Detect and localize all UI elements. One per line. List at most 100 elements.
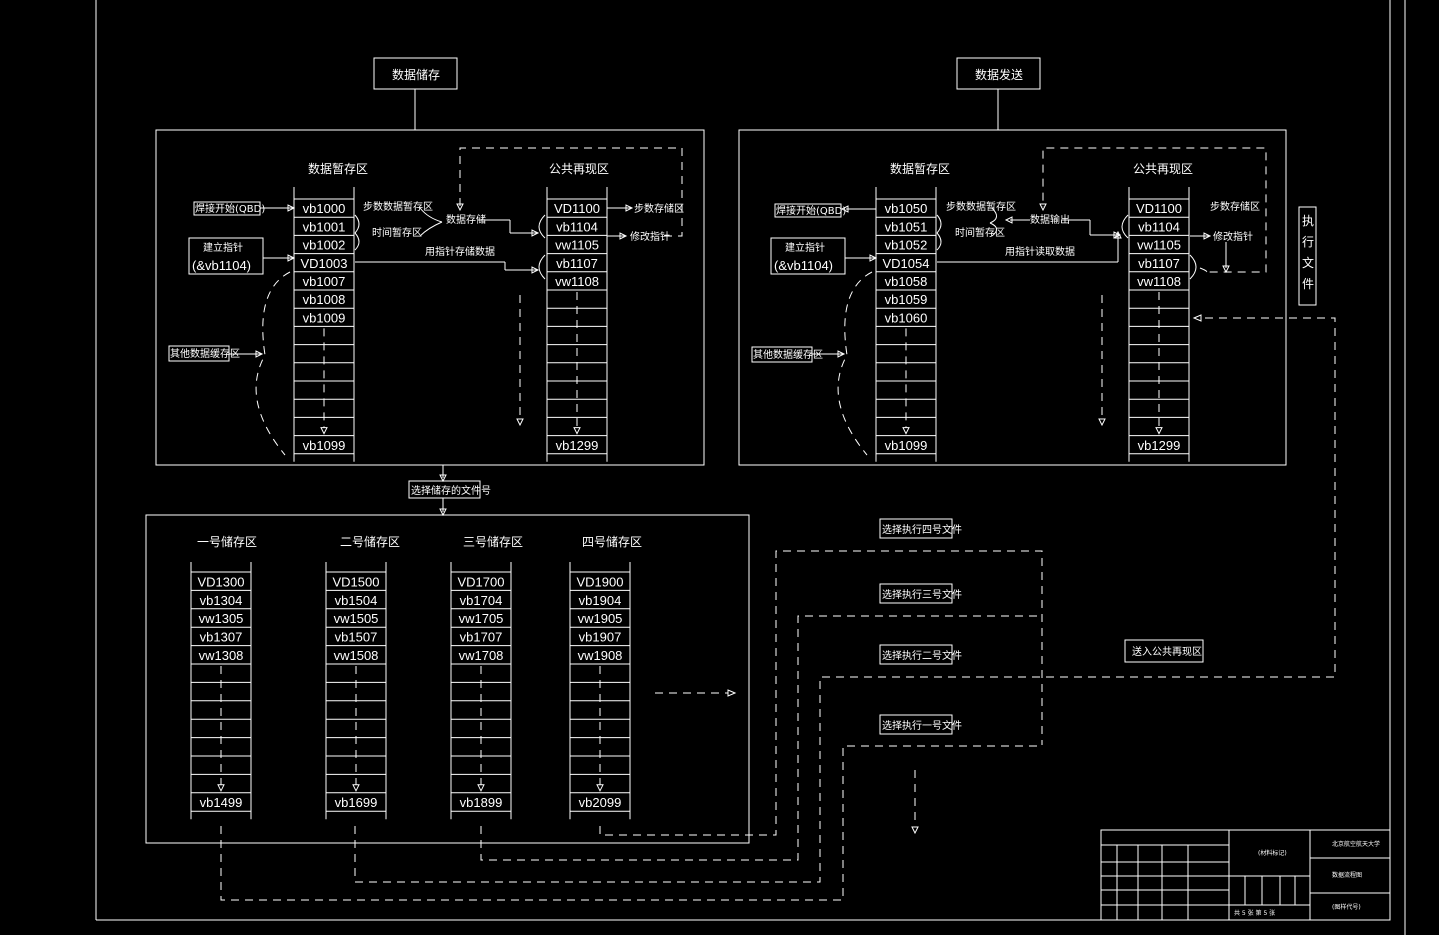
left-store-column: vb1000vb1001vb1002VD1003vb1007vb1008vb10…: [293, 187, 355, 462]
right-public-title: 公共再现区: [1133, 162, 1193, 176]
right-store-cell: vb1058: [885, 274, 928, 289]
storage-area-4-cell: vw1908: [578, 648, 623, 663]
storage-area-3-cell: vb1704: [460, 593, 503, 608]
storage-area-4-cell: vb1904: [579, 593, 622, 608]
storage-area-2-cell: vw1505: [334, 611, 379, 626]
right-public-cell: VD1100: [1136, 201, 1182, 216]
right-public-column: VD1100 vb1104 vw1105 vb1107 vw1108 vb1299: [1128, 187, 1190, 462]
tb-drawing: 数据流程图: [1332, 871, 1362, 879]
data-storage-label: 数据储存: [392, 67, 440, 82]
right-store-cell: vb1059: [885, 292, 928, 307]
right-build-ptr-label: 建立指针: [785, 241, 825, 254]
left-public-cell: vb1104: [556, 219, 598, 234]
tb-school: 北京航空航天大学: [1332, 840, 1380, 848]
right-step-data-label: 步数数据暂存区: [946, 200, 1016, 213]
exec-label: 选择执行三号文件: [882, 588, 962, 601]
right-panel: [738, 129, 1287, 466]
tb-mark: (图样代号): [1332, 903, 1361, 911]
left-time-data-label: 时间暂存区: [372, 226, 422, 239]
left-store-cell: vb1001: [303, 219, 346, 234]
left-public-title: 公共再现区: [549, 162, 609, 176]
left-store-cell: VD1003: [301, 256, 348, 271]
storage-area-title: 二号储存区: [340, 534, 400, 549]
send-public-label: 送入公共再现区: [1132, 645, 1202, 658]
left-modify-ptr-label: 修改指针: [630, 230, 670, 243]
right-step-store-label: 步数存储区: [1210, 200, 1260, 213]
storage-area-1-cell: vb1304: [200, 593, 243, 608]
right-pointer-read-label: 用指针读取数据: [1005, 245, 1075, 258]
storage-area-1-cell: VD1300: [198, 574, 245, 589]
left-other-data-label: 其他数据缓存区: [170, 347, 240, 360]
left-other-brace: [255, 271, 291, 456]
select-file-label: 选择储存的文件号: [411, 484, 491, 497]
right-store-cell: vb1099: [885, 438, 928, 453]
right-public-cell: vb1104: [1138, 219, 1180, 234]
data-send-label: 数据发送: [975, 67, 1023, 82]
right-modify-ptr-label: 修改指针: [1213, 230, 1253, 243]
left-store-cell: vb1009: [303, 310, 346, 325]
left-public-cell: VD1100: [554, 201, 600, 216]
left-store-title: 数据暂存区: [308, 161, 368, 176]
left-store-cell: vb1000: [303, 201, 346, 216]
left-pointer-data-label: 用指针存储数据: [425, 245, 495, 258]
tb-page: 共 5 张 第 5 张: [1234, 909, 1275, 917]
right-public-cell: vw1105: [1137, 238, 1181, 253]
storage-area-title: 三号储存区: [463, 534, 523, 549]
right-public-cell: vb1299: [1138, 438, 1181, 453]
right-store-title: 数据暂存区: [890, 161, 950, 176]
right-store-cell: vb1051: [885, 219, 928, 234]
exec-label: 选择执行一号文件: [882, 719, 962, 732]
left-public-cell: vb1299: [556, 438, 599, 453]
storage-area-1-cell: vb1499: [200, 795, 243, 810]
exec-file-label: 执行文件: [1302, 214, 1314, 291]
left-step-store-label: 步数存储区: [634, 202, 684, 215]
storage-area-3-cell: vw1705: [459, 611, 504, 626]
storage-area-4-cell: VD1900: [577, 574, 624, 589]
exec-file-box: [1298, 206, 1317, 306]
right-data-output-label: 数据输出: [1030, 213, 1070, 226]
right-robot-start-label: 焊接开始(QBD): [776, 204, 846, 217]
title-block: (材料标记) 北京航空航天大学 数据流程图 (图样代号) 共 5 张 第 5 张: [1100, 829, 1391, 921]
right-store-cell: VD1054: [883, 256, 930, 271]
right-ptr-value: (&vb1104): [774, 258, 833, 273]
exec-label: 选择执行四号文件: [882, 523, 962, 536]
storage-area-3-cell: VD1700: [458, 574, 505, 589]
left-store-cell: vb1002: [303, 238, 346, 253]
storage-area-2-cell: vw1508: [334, 648, 379, 663]
storage-area-3-cell: vb1707: [460, 630, 503, 645]
storage-columns: 一号储存区 VD1300 vb1304 vw1305 vb1307 vw1308 vb149…: [190, 534, 642, 820]
storage-area-3-cell: vw1708: [459, 648, 504, 663]
storage-area-2-cell: vb1699: [335, 795, 378, 810]
left-public-cell: vw1105: [555, 238, 599, 253]
left-public-cell: vb1107: [556, 256, 598, 271]
right-store-cell: vb1050: [885, 201, 928, 216]
storage-area-1-cell: vw1308: [199, 648, 244, 663]
tb-material: (材料标记): [1258, 849, 1287, 857]
right-other-brace: [837, 271, 873, 456]
storage-area-1-cell: vb1307: [200, 630, 243, 645]
left-public-cell: vw1108: [555, 274, 599, 289]
left-store-cell: vb1008: [303, 292, 346, 307]
storage-area-3-cell: vb1899: [460, 795, 503, 810]
storage-panel: [145, 514, 750, 844]
right-store-cell: vb1060: [885, 310, 928, 325]
storage-area-4-cell: vb1907: [579, 630, 622, 645]
storage-area-1-cell: vw1305: [199, 611, 244, 626]
right-public-cell: vw1108: [1137, 274, 1181, 289]
left-step-data-label: 步数数据暂存区: [363, 200, 433, 213]
storage-area-4-cell: vw1905: [578, 611, 623, 626]
storage-area-2-cell: vb1504: [335, 593, 378, 608]
exec-label: 选择执行二号文件: [882, 649, 962, 662]
left-build-ptr-label: 建立指针: [203, 241, 243, 254]
storage-area-2-cell: VD1500: [333, 574, 380, 589]
left-panel: [155, 129, 705, 466]
right-store-column: vb1050vb1051vb1052VD1054vb1058vb1059vb10…: [875, 187, 937, 462]
left-ptr-value: (&vb1104): [192, 258, 251, 273]
storage-area-title: 一号储存区: [197, 534, 257, 549]
storage-area-2-cell: vb1507: [335, 630, 378, 645]
left-public-column: VD1100 vb1104 vw1105 vb1107 vw1108 vb1299: [546, 187, 608, 462]
right-public-cell: vb1107: [1138, 256, 1180, 271]
right-other-data-label: 其他数据缓存区: [753, 348, 823, 361]
